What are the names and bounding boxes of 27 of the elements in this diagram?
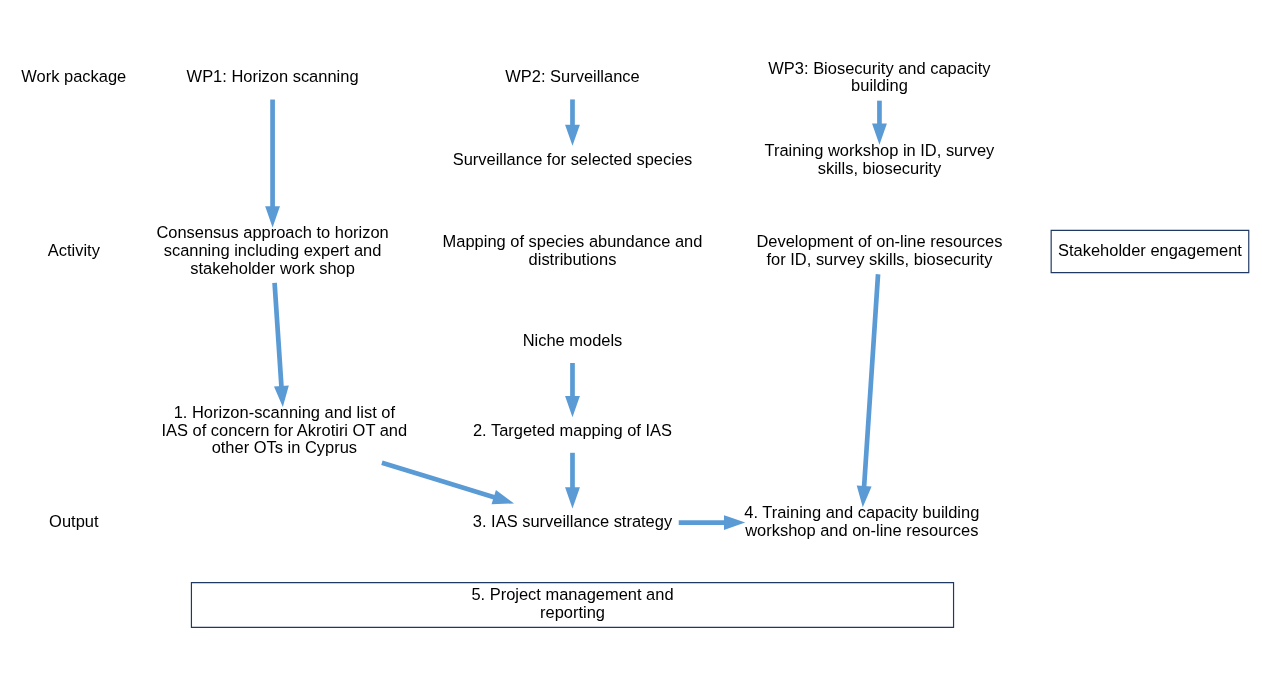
arrow	[381, 459, 515, 504]
arrow	[265, 99, 280, 227]
arrow	[856, 273, 881, 507]
node-text: WP1: Horizon scanning	[186, 66, 359, 85]
node-text: 3. IAS surveillance strategy	[472, 511, 673, 530]
node-text: Consensus approach to horizon scanning including expert and stakeholder work shop	[156, 222, 389, 277]
label: Work package	[21, 66, 127, 85]
node-text: Mapping of species abundance and distributions	[442, 231, 703, 268]
node-text: WP2: Surveillance	[505, 66, 640, 85]
node-text: WP3: Biosecurity and capacity building	[768, 58, 991, 94]
node-text: Surveillance for selected species	[452, 149, 693, 168]
arrow	[272, 282, 289, 407]
arrow	[565, 362, 580, 417]
node-text: Niche models	[522, 330, 623, 349]
node-text: 4. Training and capacity building workshop and on-line resources	[744, 502, 980, 539]
node-text: Development of on-line resources for ID, survey skills, biosecurity	[756, 231, 1003, 268]
node-box: 5. Project management and reporting	[190, 581, 955, 628]
arrow	[678, 514, 746, 530]
node-text: 1. Horizon-scanning and list of IAS of concern for Akrotiri OT and other OTs in Cyprus	[161, 402, 408, 456]
arrow	[565, 452, 580, 508]
node-box: Stakeholder engagement	[1050, 229, 1250, 273]
label: Output	[49, 511, 99, 530]
arrow	[565, 98, 580, 146]
label: Activity	[47, 240, 100, 259]
node-text: Training workshop in ID, survey skills, biosecurity	[764, 140, 995, 177]
node-text: 2. Targeted mapping of IAS	[472, 420, 673, 439]
arrow	[872, 100, 887, 145]
